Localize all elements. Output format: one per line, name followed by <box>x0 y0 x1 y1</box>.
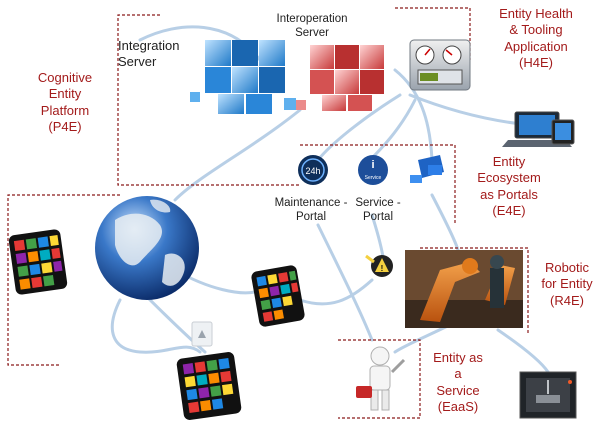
entity-as-service-label: Entity as a Service (EaaS) <box>433 350 483 414</box>
bracket-health <box>395 7 471 60</box>
maintenance-portal-icon[interactable]: 24h <box>298 155 328 185</box>
maintenance-badge-text: 24h <box>305 166 320 176</box>
robotic-entity-label: Robotic for Entity (R4E) <box>541 260 593 308</box>
3d-printer-icon[interactable] <box>519 371 577 419</box>
laptop-icon[interactable] <box>502 111 575 147</box>
bracket-integration <box>117 14 300 186</box>
globe-icon[interactable] <box>95 196 199 300</box>
phone-apps-right-icon[interactable] <box>250 264 305 327</box>
integration-server-label: Integration Server <box>118 38 180 70</box>
svg-text:i: i <box>371 159 374 171</box>
network-portal-icon[interactable] <box>410 155 444 183</box>
integration-server-cubes[interactable] <box>190 40 296 114</box>
ecosystem-portals-label: Entity Ecosystem as Portals (E4E) <box>477 154 541 218</box>
phone-apps-bottom-icon[interactable] <box>176 351 242 420</box>
cognitive-platform-label: Cognitive Entity Platform (P4E) <box>37 70 93 134</box>
health-gauges-icon[interactable] <box>409 39 471 91</box>
warning-badge-text: ! <box>381 264 384 273</box>
dashed-brackets <box>7 7 529 419</box>
interoperation-server-cubes[interactable] <box>296 45 384 111</box>
bracket-cognitive <box>7 194 120 366</box>
phone-apps-left-icon[interactable] <box>8 229 68 296</box>
maintenance-portal-label: Maintenance - Portal <box>274 197 348 224</box>
robotic-arm-image[interactable] <box>405 250 523 328</box>
service-badge-text: Service <box>365 175 382 181</box>
bracket-ecosystem <box>300 144 456 225</box>
entity-health-label: Entity Health & Tooling Application (H4E… <box>499 6 573 70</box>
bracket-robotic <box>420 247 529 335</box>
warning-tool-icon[interactable]: ! <box>365 254 393 277</box>
service-figure-icon[interactable] <box>356 346 406 411</box>
service-portal-icon[interactable]: i Service <box>358 155 388 185</box>
small-device-icon[interactable] <box>191 321 213 347</box>
bracket-eaas <box>338 339 421 419</box>
service-portal-label: Service - Portal <box>355 197 401 224</box>
interoperation-server-label: Interoperation Server <box>276 13 348 40</box>
